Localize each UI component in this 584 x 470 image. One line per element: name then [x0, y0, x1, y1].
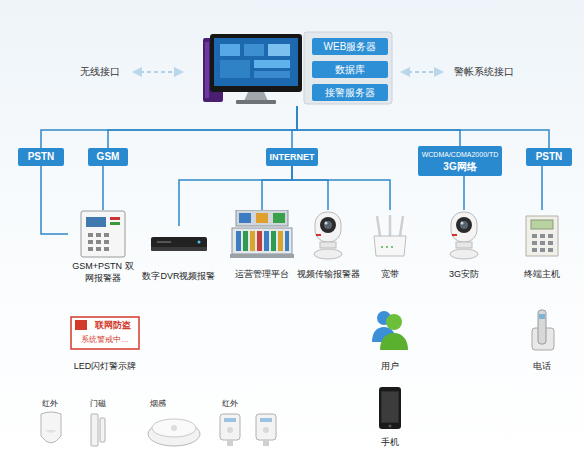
- router-device: 宽带: [368, 210, 412, 282]
- smoke-icon: [146, 410, 202, 450]
- arrow-head: [132, 67, 142, 77]
- node-text: 运营管理平台: [226, 268, 298, 280]
- camera-device: 3G安防: [432, 210, 496, 282]
- node-text: 数据库: [312, 61, 388, 78]
- node-text: 电话: [518, 360, 566, 372]
- node-text: PSTN: [18, 148, 64, 166]
- node-text: INTERNET: [266, 148, 318, 166]
- camera-icon: [308, 210, 348, 262]
- node-text: 手机: [372, 436, 408, 448]
- node-text: 接警服务器: [312, 84, 388, 101]
- node-text: GSM: [88, 148, 128, 166]
- pir-icon: [38, 410, 64, 450]
- connector-line: [297, 106, 460, 146]
- alarm-panel: GSM+PSTN 双网报警器: [68, 210, 138, 284]
- arrow-head: [400, 67, 410, 77]
- node-text: 红外: [212, 398, 248, 410]
- router-icon: [372, 214, 408, 260]
- node-text: LED闪灯警示牌: [62, 360, 148, 372]
- network-label: PSTN: [526, 148, 572, 166]
- panel-icon: [80, 210, 126, 258]
- interface-label: 警帐系统接口: [444, 64, 524, 80]
- connector-line: [292, 166, 390, 210]
- node-text: 宽带: [368, 268, 412, 280]
- cordless-icon: [528, 308, 556, 354]
- dashed-double-arrow: [408, 71, 436, 73]
- sensor-device: 烟感: [134, 398, 204, 452]
- users-icon: [370, 308, 410, 352]
- node-text: 数字DVR视频报警: [139, 270, 219, 282]
- node-text: WCDMA/CDMA2000/TD: [418, 149, 502, 160]
- arrow-head: [174, 67, 184, 77]
- gas-detector-icon: [256, 414, 276, 446]
- user-icon: 用户: [366, 308, 414, 374]
- sensor-device: 红外: [212, 398, 248, 452]
- node-text: 终端主机: [510, 268, 574, 280]
- node-text: 用户: [366, 360, 414, 372]
- node-text: 红外: [30, 398, 70, 410]
- connector-line: [541, 166, 543, 210]
- dvr-device: 数字DVR视频报警: [139, 226, 219, 282]
- camera-icon: [444, 210, 484, 262]
- mobile-icon: [378, 386, 402, 430]
- node-text: 系统警戒中…: [72, 334, 138, 346]
- platform-icon: [230, 210, 294, 260]
- sensor-device: 红外: [30, 398, 70, 452]
- interface-label: 无线接口: [70, 64, 130, 80]
- network-label: INTERNET: [266, 148, 318, 166]
- terminal-icon: [522, 210, 562, 260]
- network-label: WCDMA/CDMA2000/TD3G网络: [418, 146, 502, 176]
- mobile-device: 手机: [372, 386, 408, 450]
- node-text: 视频传输报警器: [295, 268, 361, 280]
- gas-icon: [218, 410, 242, 448]
- node-text: GSM+PSTN 双网报警器: [68, 260, 138, 284]
- dvr-icon: [151, 232, 207, 256]
- platform-device: 运营管理平台: [226, 210, 298, 282]
- server-computer: WEB服务器数据库接警服务器: [200, 30, 394, 106]
- sensor-device: 门磁: [80, 398, 116, 452]
- led-sign: 联网防盗系统警戒中… LED闪灯警示牌: [62, 316, 148, 374]
- terminal-device: 终端主机: [510, 210, 574, 282]
- node-text: 3G网络: [418, 161, 502, 173]
- connector-line: [41, 106, 297, 148]
- connector-line: [463, 176, 465, 210]
- connector-line: [102, 166, 104, 210]
- node-text: WEB服务器: [312, 38, 388, 55]
- camera-device: 视频传输报警器: [295, 210, 361, 282]
- node-text: 烟感: [138, 398, 178, 410]
- network-label: PSTN: [18, 148, 64, 166]
- connector-line: [41, 166, 68, 234]
- node-text: 3G安防: [432, 268, 496, 280]
- connector-line: [292, 166, 328, 210]
- connector-line: [262, 166, 292, 210]
- node-text: 门磁: [80, 398, 116, 410]
- node-text: 联网防盗: [86, 319, 140, 331]
- arrow-head: [434, 67, 444, 77]
- phone-device: 电话: [518, 308, 566, 374]
- connector-line: [179, 166, 292, 226]
- node-text: PSTN: [526, 148, 572, 166]
- door-icon: [90, 412, 106, 448]
- connector-line: [108, 106, 297, 148]
- dashed-double-arrow: [140, 71, 176, 73]
- network-label: GSM: [88, 148, 128, 166]
- connector-line: [297, 106, 549, 148]
